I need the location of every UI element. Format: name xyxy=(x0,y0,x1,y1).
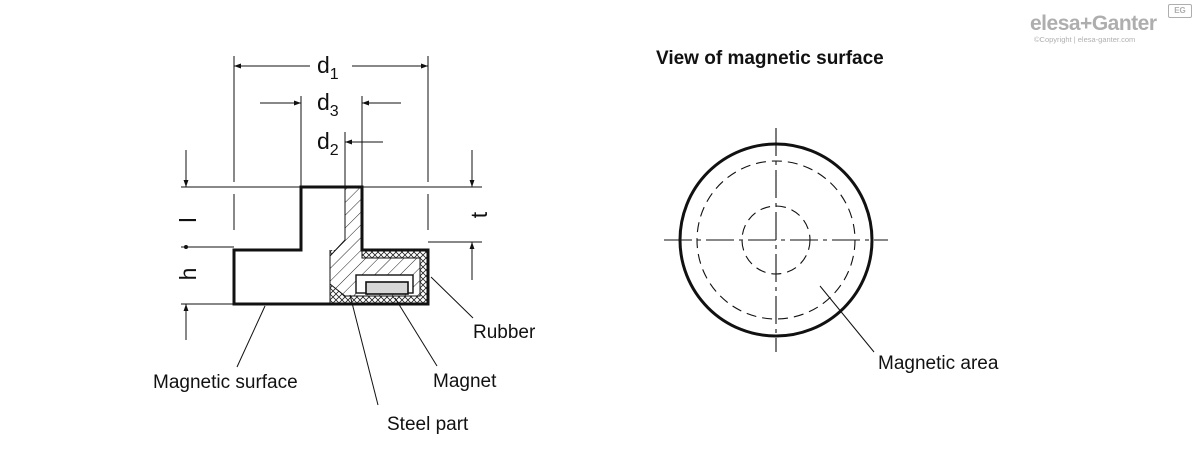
dimension-l-h: l h xyxy=(175,150,201,340)
dimension-t: t xyxy=(466,150,492,280)
h-label: h xyxy=(175,268,201,281)
d1-label: d1 xyxy=(317,52,339,83)
magnet-part xyxy=(365,281,409,295)
dimension-d3: d3 xyxy=(260,89,401,120)
copyright-text: ©Copyright | elesa-ganter.com xyxy=(1034,35,1136,44)
magnet-label: Magnet xyxy=(433,371,497,392)
steel-part-label: Steel part xyxy=(387,414,469,435)
surface-view: View of magnetic surface Magnetic area xyxy=(656,48,999,374)
part-outline xyxy=(232,185,430,306)
magnetic-surface-label: Magnetic surface xyxy=(153,372,298,393)
d2-label: d2 xyxy=(317,128,339,159)
brand-logo: elesa+Ganter EG ©Copyright | elesa-gante… xyxy=(1030,4,1195,48)
magnetic-area-label: Magnetic area xyxy=(878,353,999,374)
view-title: View of magnetic surface xyxy=(656,48,884,69)
section-view: d1 d3 d2 l h t xyxy=(153,52,536,435)
rubber-label: Rubber xyxy=(473,322,536,343)
leader-lines xyxy=(236,276,474,406)
logo-text: elesa+Ganter xyxy=(1030,12,1157,35)
d3-label: d3 xyxy=(317,89,339,120)
dimension-d1: d1 xyxy=(234,52,428,83)
t-label: t xyxy=(466,211,492,218)
dimension-d2: d2 xyxy=(317,128,383,159)
l-label: l xyxy=(175,217,201,222)
logo-badge: EG xyxy=(1168,4,1192,18)
